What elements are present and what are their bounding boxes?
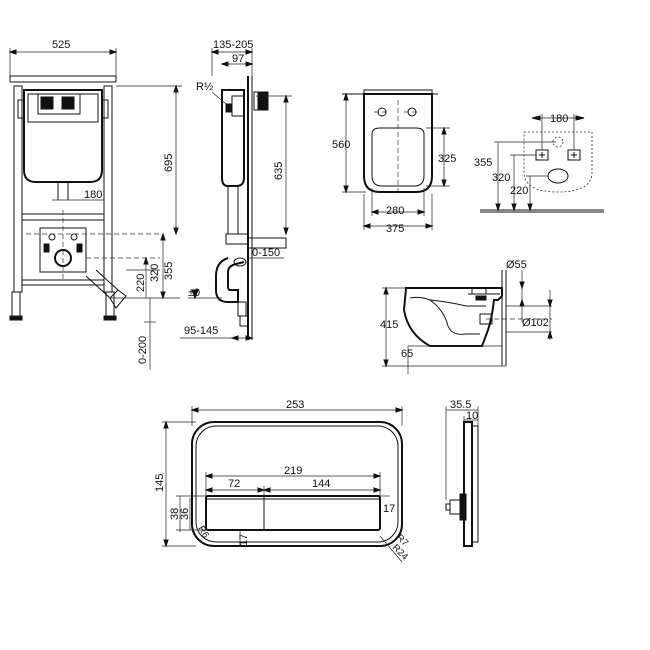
dim-h220: 220 [135, 274, 147, 292]
thread-label: R½ [196, 81, 213, 93]
dim-frame-height: 695 [163, 154, 175, 172]
flush-button-side: 35.5 10 [445, 399, 479, 547]
bowl-side-view: Ø55 Ø102 415 65 [380, 259, 553, 374]
dim-wall-h320: 320 [492, 172, 510, 184]
flush-button-front: 253 145 219 72 144 38 36 R6 17 17 R [154, 399, 410, 562]
dim-button-width: 253 [286, 399, 304, 411]
dim-wall-spacing: 180 [550, 113, 568, 125]
dim-h17-right: 17 [383, 503, 395, 515]
dim-pipe-spacing: 180 [84, 189, 102, 201]
dim-frame-width: 525 [52, 39, 70, 51]
dim-button-depth: 35.5 [450, 399, 471, 411]
zero-level-label: ±0 [188, 287, 200, 299]
frame-front-view: 525 695 180 355 320 220 0-200 [8, 39, 182, 370]
dim-button-height: 145 [154, 474, 166, 492]
dim-bowl-side-height: 415 [380, 319, 398, 331]
frame-side-view: 135-205 97 R½ 635 0-150 ±0 95-145 [180, 39, 292, 341]
bowl-front-view: 560 325 280 375 [332, 89, 456, 235]
dim-right-key: 144 [312, 478, 330, 490]
dim-wall-h220: 220 [510, 185, 528, 197]
dim-outlet-diameter: Ø55 [506, 259, 527, 271]
dim-depth-range: 135-205 [213, 39, 253, 51]
dim-bowl-inner-width: 280 [386, 205, 404, 217]
dim-bowl-inner: 325 [438, 153, 456, 165]
dim-h38: 38 [169, 508, 181, 520]
dim-plate-thickness: 10 [466, 410, 478, 422]
dim-bowl-width: 375 [386, 223, 404, 235]
dim-bowl-offset: 65 [401, 348, 413, 360]
dim-floor-range: 0-200 [137, 336, 149, 364]
dim-offset-range: 0-150 [252, 247, 280, 259]
dim-h36: 36 [179, 508, 191, 520]
dim-h355: 355 [163, 262, 175, 280]
dim-wall-range: 95-145 [184, 325, 218, 337]
dim-h320: 320 [149, 264, 161, 282]
dim-keys-width: 219 [284, 465, 302, 477]
dim-wall-h355: 355 [474, 157, 492, 169]
dim-left-key: 72 [228, 478, 240, 490]
dim-drain-diameter: Ø102 [522, 317, 549, 329]
dim-height-635: 635 [273, 162, 285, 180]
dim-depth: 97 [232, 53, 244, 65]
dim-h17-left: 17 [238, 534, 250, 546]
dim-r6: R6 [195, 524, 211, 540]
dim-bowl-height: 560 [332, 139, 350, 151]
wall-connection-view: 180 355 320 220 [474, 113, 604, 213]
